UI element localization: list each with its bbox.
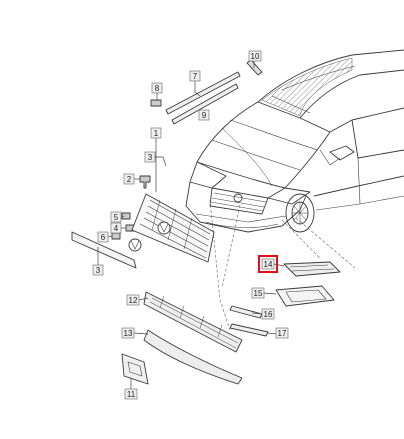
callout-17: 17: [275, 327, 289, 339]
svg-text:11: 11: [127, 390, 136, 399]
callout-12: 12: [126, 294, 140, 306]
callout-15: 15: [251, 287, 265, 299]
svg-text:1: 1: [154, 129, 159, 138]
svg-text:8: 8: [155, 84, 160, 93]
svg-text:7: 7: [193, 72, 198, 81]
callout-7: 7: [189, 70, 201, 82]
svg-text:9: 9: [202, 111, 207, 120]
callout-9: 9: [198, 109, 210, 121]
part-10-clip: [246, 59, 263, 76]
callout-10: 10: [248, 50, 262, 62]
callout-4: 4: [110, 222, 122, 234]
part-9-strip: [171, 83, 239, 125]
callout-3a: 3: [144, 151, 156, 163]
part-6-clip: [111, 232, 121, 240]
callout-3b: 3: [92, 264, 104, 276]
svg-text:12: 12: [129, 296, 138, 305]
svg-text:6: 6: [101, 233, 106, 242]
part-8-clip: [150, 99, 162, 107]
part-2-clip: [139, 175, 151, 189]
callout-11: 11: [124, 388, 138, 400]
part-7-strip: [165, 71, 241, 115]
car-illustration: [185, 49, 404, 233]
callout-1: 1: [150, 127, 162, 139]
svg-text:5: 5: [114, 213, 119, 222]
svg-text:2: 2: [127, 175, 132, 184]
part-emblem: [128, 238, 142, 252]
part-12-lower-grille: [143, 291, 243, 353]
part-5-clip: [121, 212, 131, 220]
part-grille: [131, 193, 215, 263]
svg-text:4: 4: [114, 224, 119, 233]
svg-text:13: 13: [124, 329, 133, 338]
part-14-fog-grille: [283, 261, 341, 277]
svg-text:10: 10: [251, 52, 260, 61]
svg-text:17: 17: [278, 329, 287, 338]
part-13-spoiler: [143, 329, 243, 385]
part-11-bracket: [121, 353, 149, 385]
svg-text:3: 3: [148, 153, 153, 162]
part-17-strip: [229, 323, 269, 337]
parts: [71, 59, 341, 385]
leader-lines: [209, 199, 356, 331]
svg-text:14: 14: [264, 260, 273, 269]
callout-2: 2: [123, 173, 135, 185]
callout-6: 6: [97, 231, 109, 243]
part-15-fog-frame: [275, 285, 335, 307]
callout-labels: 10 7 8 9 1 3 2 5 4 6 3 12 13 11 14 15 16…: [92, 50, 289, 400]
svg-text:3: 3: [96, 266, 101, 275]
svg-text:15: 15: [254, 289, 263, 298]
callout-8: 8: [151, 82, 163, 94]
part-16-strip: [229, 305, 263, 319]
svg-text:16: 16: [264, 310, 273, 319]
callout-16: 16: [261, 308, 275, 320]
callout-13: 13: [121, 327, 135, 339]
part-3-strip: [71, 231, 137, 269]
callout-5: 5: [110, 211, 122, 223]
callout-14-highlighted: 14: [258, 255, 278, 273]
